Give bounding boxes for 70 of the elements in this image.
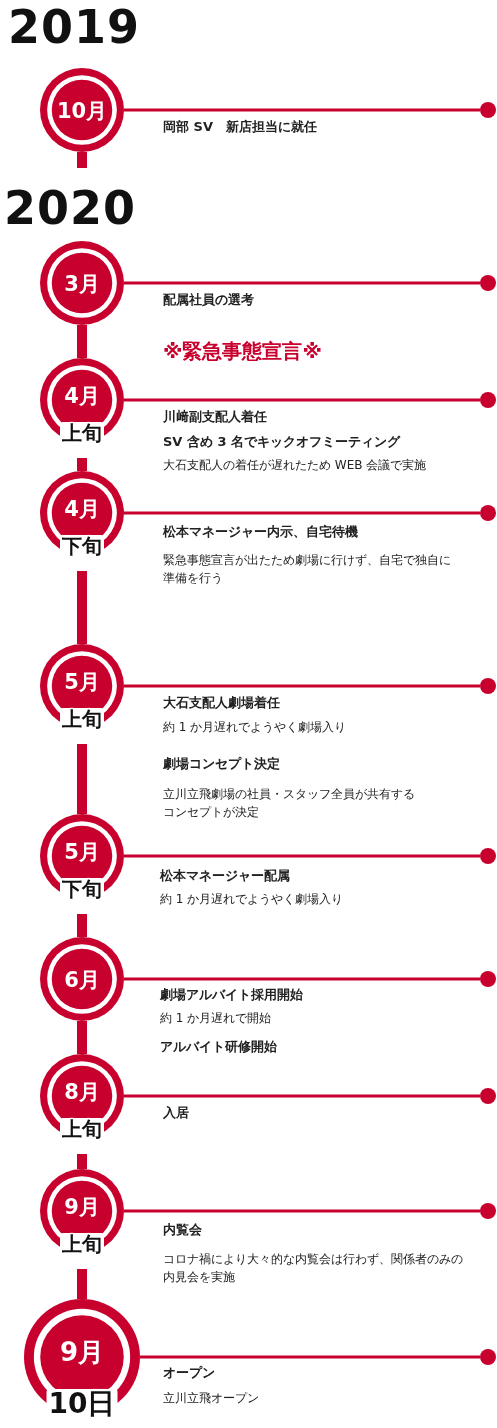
month-label: 4月 [64, 496, 100, 524]
month-label: 6月 [64, 966, 100, 994]
timeline-connector [124, 977, 480, 981]
event-title: 岡部 SV 新店担当に就任 [163, 118, 317, 137]
event-note: コロナ禍により大々的な内覧会は行わず、関係者のみの内見会を実施 [163, 1251, 464, 1286]
event-note: 大石支配人の着任が遅れたため WEB 会議で実施 [163, 457, 427, 474]
month-label: 5月 [64, 839, 100, 867]
end-dot [480, 848, 496, 864]
timeline-spine [77, 325, 87, 358]
event-title: 劇場アルバイト採用開始 [160, 986, 303, 1005]
timeline-spine [77, 1154, 87, 1169]
month-label: 3月 [64, 270, 100, 298]
event-title: 入居 [163, 1104, 189, 1123]
event-note: 約 1 か月遅れでようやく劇場入り [160, 891, 344, 908]
end-dot [480, 1088, 496, 1104]
timeline-connector [140, 1355, 480, 1359]
period-label: 下旬 [60, 535, 104, 557]
event-title: 松本マネージャー内示、自宅待機 [163, 523, 358, 542]
end-dot [480, 275, 496, 291]
month-label: 9月 [59, 1335, 105, 1369]
timeline-connector [124, 398, 480, 402]
end-dot [480, 1349, 496, 1365]
month-label: 8月 [64, 1079, 100, 1107]
timeline-connector [124, 684, 480, 688]
timeline-connector [124, 108, 480, 112]
event-title: 劇場コンセプト決定 [163, 755, 280, 774]
event-note: 約 1 か月遅れでようやく劇場入り [163, 719, 347, 736]
period-label: 10日 [46, 1389, 118, 1420]
end-dot [480, 392, 496, 408]
event-note: 立川立飛オープン [163, 1390, 259, 1407]
emergency-heading: ※緊急事態宣言※ [163, 338, 322, 365]
event-title: 川﨑副支配人着任 [163, 408, 267, 427]
period-label: 上旬 [60, 422, 104, 444]
end-dot [480, 505, 496, 521]
timeline-spine [77, 744, 87, 814]
timeline-spine [77, 152, 87, 168]
period-label: 上旬 [60, 1233, 104, 1255]
month-label: 10月 [56, 97, 108, 125]
timeline-connector [124, 281, 480, 285]
year-heading: 2020 [4, 185, 137, 231]
period-label: 上旬 [60, 1118, 104, 1140]
event-title: 配属社員の選考 [163, 291, 254, 310]
timeline-connector [124, 1094, 480, 1098]
event-note: 緊急事態宣言が出たため劇場に行けず、自宅で独自に準備を行う [163, 552, 452, 587]
month-label: 4月 [64, 383, 100, 411]
event-note: 約 1 か月遅れで開始 [160, 1010, 272, 1027]
timeline-spine [77, 1269, 87, 1299]
end-dot [480, 971, 496, 987]
event-title: オープン [163, 1364, 215, 1383]
month-label: 9月 [64, 1194, 100, 1222]
month-label: 5月 [64, 669, 100, 697]
timeline-connector [124, 1209, 480, 1213]
end-dot [480, 102, 496, 118]
end-dot [480, 678, 496, 694]
event-title: 大石支配人劇場着任 [163, 694, 280, 713]
timeline-spine [77, 914, 87, 937]
timeline-spine [77, 458, 87, 471]
timeline-spine [77, 571, 87, 644]
year-heading: 2019 [8, 4, 141, 50]
event-title: アルバイト研修開始 [160, 1038, 277, 1057]
event-title: SV 含め 3 名でキックオフミーティング [163, 433, 401, 452]
event-title: 松本マネージャー配属 [160, 867, 290, 886]
end-dot [480, 1203, 496, 1219]
event-title: 内覧会 [163, 1221, 202, 1240]
timeline-connector [124, 511, 480, 515]
event-note: 立川立飛劇場の社員・スタッフ全員が共有するコンセプトが決定 [163, 786, 416, 821]
timeline-spine [77, 1021, 87, 1054]
period-label: 上旬 [60, 708, 104, 730]
timeline-connector [124, 854, 480, 858]
period-label: 下旬 [60, 878, 104, 900]
